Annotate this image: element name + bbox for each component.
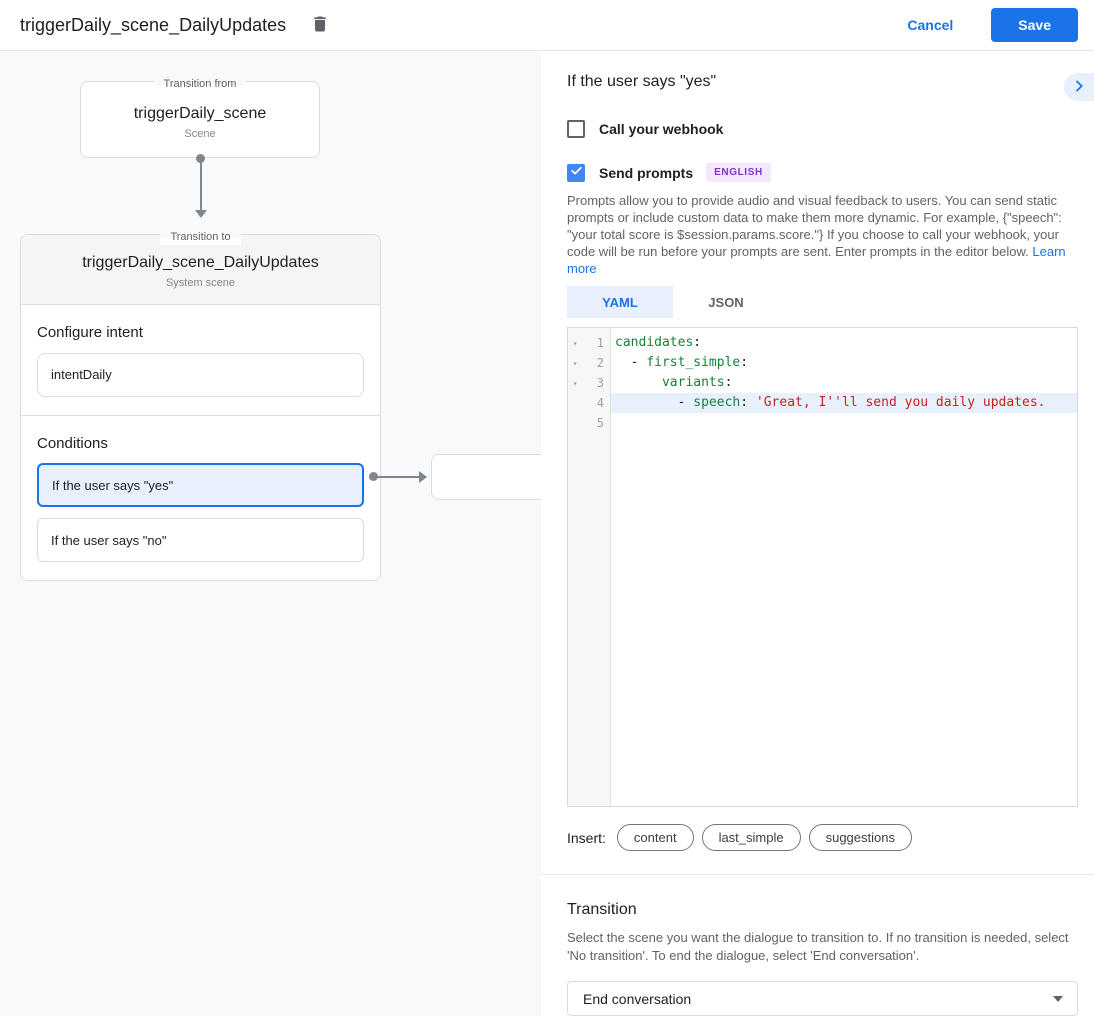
- line-number: 4: [596, 396, 604, 410]
- scene-diagram-canvas: Transition from triggerDaily_scene Scene…: [0, 52, 541, 1016]
- to-scene-subtitle: System scene: [165, 277, 236, 289]
- code-token-pun: -: [615, 355, 647, 370]
- code-line[interactable]: [611, 413, 1077, 433]
- condition-connector-line: [373, 476, 420, 478]
- line-number: 3: [596, 376, 604, 390]
- code-token-key: first_simple: [646, 355, 741, 370]
- code-token-pun: :: [693, 335, 702, 350]
- dropdown-caret-icon: [1053, 995, 1063, 1002]
- code-token-key: variants: [661, 375, 725, 390]
- send-prompts-checkbox[interactable]: [567, 163, 585, 182]
- transition-select[interactable]: End conversation: [567, 981, 1078, 1016]
- section-divider: [21, 415, 380, 416]
- check-icon: [570, 164, 583, 182]
- call-webhook-checkbox[interactable]: [567, 120, 585, 138]
- condition-card-no[interactable]: If the user says "no": [37, 518, 364, 562]
- code-token-key: speech: [693, 395, 741, 410]
- collapse-panel-button[interactable]: [1064, 73, 1094, 101]
- conditions-section: Conditions If the user says "yes" If the…: [21, 416, 380, 580]
- condition-connector-dot: [369, 472, 378, 481]
- code-token-key: candidates: [615, 335, 694, 350]
- tab-json[interactable]: JSON: [708, 294, 744, 310]
- webhook-checkbox-row: Call your webhook: [567, 120, 1078, 138]
- transition-select-value: End conversation: [583, 990, 692, 1007]
- code-token-pun: :: [740, 395, 756, 410]
- connector-start-dot: [196, 154, 205, 163]
- transition-from-node[interactable]: Transition from triggerDaily_scene Scene: [80, 77, 320, 158]
- fold-arrow-icon[interactable]: ▾: [572, 358, 578, 368]
- code-token-pun: :: [724, 375, 733, 390]
- top-bar: triggerDaily_scene_DailyUpdates Cancel S…: [0, 0, 1094, 51]
- prompts-description: Prompts allow you to provide audio and v…: [567, 192, 1078, 277]
- line-number: 5: [596, 416, 604, 430]
- condition-target-node[interactable]: [431, 454, 541, 500]
- code-line[interactable]: - first_simple:: [611, 353, 1077, 373]
- chevron-right-icon: [1071, 78, 1087, 97]
- from-scene-subtitle: Scene: [184, 128, 216, 140]
- configure-intent-section: Configure intent intentDaily: [21, 305, 380, 415]
- connector-vertical-line: [200, 158, 202, 211]
- insert-suggestions-button[interactable]: suggestions: [808, 824, 912, 851]
- insert-content-button[interactable]: content: [616, 824, 694, 851]
- intent-card[interactable]: intentDaily: [37, 353, 364, 397]
- panel-title: If the user says "yes": [567, 73, 717, 90]
- page-title: triggerDaily_scene_DailyUpdates: [20, 14, 287, 35]
- to-scene-header[interactable]: triggerDaily_scene_DailyUpdates System s…: [21, 235, 380, 305]
- call-webhook-label: Call your webhook: [599, 121, 724, 137]
- conditions-label: Conditions: [37, 435, 108, 452]
- code-line[interactable]: variants:: [611, 373, 1077, 393]
- insert-row: Insert: content last_simple suggestions: [567, 824, 1078, 851]
- condition-card-yes[interactable]: If the user says "yes": [37, 463, 364, 507]
- tab-yaml[interactable]: YAML: [567, 286, 673, 318]
- code-token-str: 'Great, I''ll send you daily updates.: [755, 395, 1046, 410]
- transition-description: Select the scene you want the dialogue t…: [567, 930, 1069, 963]
- editor-code-area[interactable]: candidates: - first_simple: variants: - …: [611, 328, 1077, 806]
- fold-arrow-icon[interactable]: ▾: [572, 378, 578, 388]
- line-number: 1: [596, 336, 604, 350]
- from-scene-title: triggerDaily_scene: [133, 105, 267, 122]
- condition-connector-arrowhead: [419, 471, 427, 483]
- transition-heading: Transition: [567, 901, 637, 918]
- panel-divider: [541, 874, 1094, 875]
- cancel-button[interactable]: Cancel: [891, 9, 969, 41]
- prompts-checkbox-row: Send prompts ENGLISH: [567, 163, 1078, 182]
- code-token-pun: :: [740, 355, 749, 370]
- transition-to-node: Transition to triggerDaily_scene_DailyUp…: [20, 230, 381, 581]
- editor-format-tabs: YAML JSON: [567, 286, 1078, 318]
- to-scene-title: triggerDaily_scene_DailyUpdates: [82, 254, 319, 271]
- gutter-line[interactable]: ▾2: [568, 353, 610, 373]
- line-number: 2: [596, 356, 604, 370]
- code-token-pun: [615, 375, 662, 390]
- code-line[interactable]: candidates:: [611, 333, 1077, 353]
- code-token-pun: -: [615, 395, 694, 410]
- gutter-line[interactable]: ▾3: [568, 373, 610, 393]
- condition-editor-panel: If the user says "yes" Call your webhook…: [541, 51, 1094, 1016]
- learn-more-link[interactable]: Learn more: [567, 244, 1066, 276]
- transition-from-legend: Transition from: [81, 74, 319, 92]
- fold-arrow-icon[interactable]: ▾: [572, 338, 578, 348]
- send-prompts-label: Send prompts: [599, 164, 694, 181]
- insert-last-simple-button[interactable]: last_simple: [701, 824, 801, 851]
- gutter-line[interactable]: 4: [568, 393, 610, 413]
- language-badge: ENGLISH: [706, 163, 771, 182]
- connector-arrowhead-down: [195, 210, 207, 218]
- configure-intent-label: Configure intent: [37, 324, 143, 341]
- gutter-line[interactable]: 5: [568, 413, 610, 433]
- insert-label: Insert:: [567, 829, 606, 846]
- delete-scene-button[interactable]: [304, 9, 336, 41]
- trash-icon: [310, 14, 330, 37]
- save-button[interactable]: Save: [991, 8, 1078, 42]
- code-line-active[interactable]: - speech: 'Great, I''ll send you daily u…: [611, 393, 1077, 413]
- prompts-description-text: Prompts allow you to provide audio and v…: [567, 193, 1062, 259]
- gutter-line[interactable]: ▾1: [568, 333, 610, 353]
